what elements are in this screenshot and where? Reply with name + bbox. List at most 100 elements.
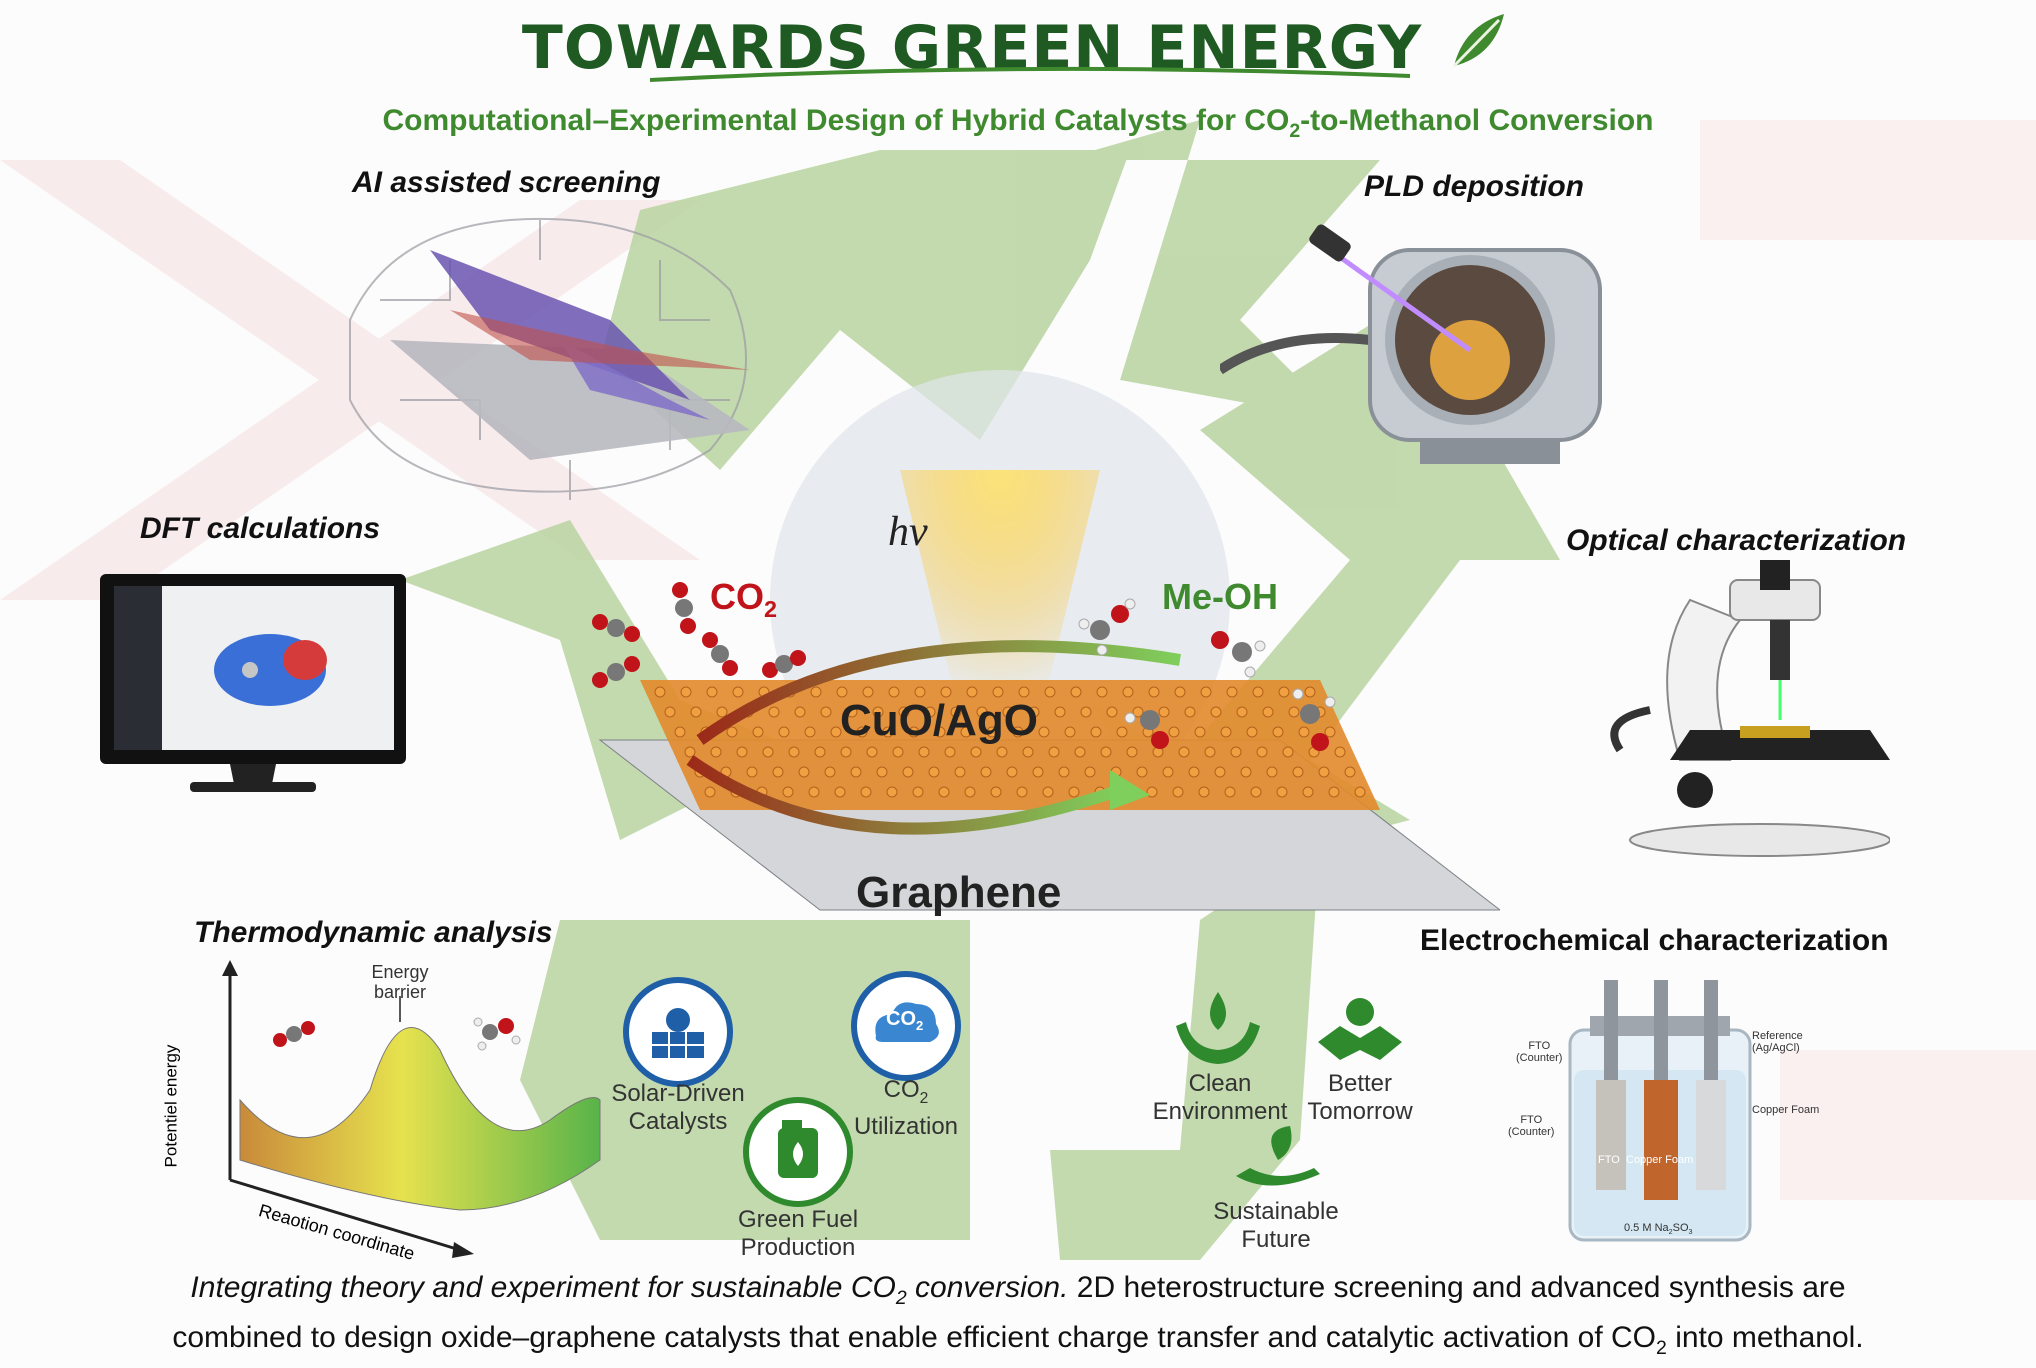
oxide-atom (1282, 746, 1294, 758)
oxide-atom (1184, 706, 1196, 718)
fto-electrode (1596, 1080, 1626, 1190)
oxide-atom (1200, 686, 1212, 698)
oxide-atom (1038, 726, 1050, 738)
oxide-atom (862, 686, 874, 698)
oxide-atom (1070, 686, 1082, 698)
oxide-atom (1048, 746, 1060, 758)
oxide-atom (706, 686, 718, 698)
methanol-molecule-1 (1078, 598, 1136, 656)
catalyst-scene (598, 640, 1500, 911)
oxide-atom (966, 686, 978, 698)
methanol-molecule-4 (1124, 710, 1169, 749)
ai-screening-label: AI assisted screening (352, 166, 661, 199)
oxide-atom (798, 766, 810, 778)
oxide-atom (840, 746, 852, 758)
oxide-atom (866, 746, 878, 758)
oxide-atom (1236, 706, 1248, 718)
oxide-atom (762, 746, 774, 758)
oxide-atom (1022, 746, 1034, 758)
oxide-atom (1058, 766, 1070, 778)
oxide-atom (1334, 746, 1346, 758)
oxide-atom (1256, 746, 1268, 758)
oxide-atom (716, 706, 728, 718)
oxide-atom (860, 786, 872, 798)
oxide-atom (704, 786, 716, 798)
oxide-atom (1064, 726, 1076, 738)
oxide-atom (846, 706, 858, 718)
oxide-atom (1174, 686, 1186, 698)
oxide-atom (924, 706, 936, 718)
oxide-atom (992, 686, 1004, 698)
oxide-atom (1006, 766, 1018, 778)
optical-characterization-label: Optical characterization (1566, 524, 1907, 557)
oxide-atom (1084, 766, 1096, 778)
oxide-atom (1194, 726, 1206, 738)
oxide-atom (814, 746, 826, 758)
eyepiece (1760, 560, 1790, 590)
oxide-atom (1250, 786, 1262, 798)
oxide-atom (1224, 786, 1236, 798)
y-axis-arrow (222, 960, 238, 976)
app-sidebar (114, 586, 162, 750)
ai-screening-graphic (349, 217, 750, 500)
oxide-atom (1198, 786, 1210, 798)
microscope-cable (1610, 706, 1651, 753)
oxide-atom (830, 726, 842, 738)
oxide-atom (1042, 786, 1054, 798)
focus-knob (1677, 772, 1713, 808)
oxide-atom (746, 766, 758, 778)
electrochemical-characterization-label: Electrochemical characterization (1420, 924, 1889, 957)
oxide-atom (1230, 746, 1242, 758)
electrode-fto-label: FTO (1598, 1154, 1620, 1166)
dft-calculations-label: DFT calculations (140, 512, 381, 545)
copper-foam-electrode (1644, 1080, 1678, 1200)
oxide-atom (1132, 706, 1144, 718)
oxide-atom (892, 746, 904, 758)
oxide-atom (1328, 786, 1340, 798)
oxide-atom (950, 706, 962, 718)
oxide-atom (664, 706, 676, 718)
oxide-atom (1354, 786, 1366, 798)
graphene-label: Graphene (856, 868, 1062, 917)
oxide-atom (1246, 726, 1258, 738)
oxide-atom (1122, 686, 1134, 698)
oxide-atom (752, 726, 764, 738)
oxide-atom (886, 786, 898, 798)
oxide-atom (836, 686, 848, 698)
oxide-atom (964, 786, 976, 798)
oxide-atom (1136, 766, 1148, 778)
leaf-icon (1453, 14, 1505, 68)
y-axis-label: Potentiel energy (161, 1044, 181, 1168)
oxide-atom (1178, 746, 1190, 758)
oxide-atom (1210, 706, 1222, 718)
oxide-atom (934, 726, 946, 738)
plume (1430, 320, 1510, 400)
solar-catalyst-icon (623, 977, 733, 1087)
oxide-atom (1262, 706, 1274, 718)
oxide-atom (834, 786, 846, 798)
cycle-arrow-bottom (686, 755, 1122, 835)
oxide-atom (1172, 786, 1184, 798)
layer-purple-2 (560, 340, 710, 420)
methanol-molecules (1078, 598, 1336, 751)
oxide-atom (768, 706, 780, 718)
oxide-atom (1288, 706, 1300, 718)
fto-counter-top-label: FTO(Counter) (1516, 1040, 1563, 1064)
laser-beam (1328, 247, 1472, 353)
co2-label: CO2 (710, 576, 778, 623)
co2-cloud-text: CO2 (886, 1008, 924, 1033)
oxide-atom (1276, 786, 1288, 798)
oxide-atom (996, 746, 1008, 758)
electrochemical-cell-graphic (1568, 980, 1752, 1242)
oxide-atom (1188, 766, 1200, 778)
pld-deposition-label: PLD deposition (1364, 170, 1584, 203)
oxide-atom (1074, 746, 1086, 758)
energy-landscape-plot (222, 960, 601, 1258)
oxide-atom (1226, 686, 1238, 698)
oxide-atom (1080, 706, 1092, 718)
oxide-atom (1018, 686, 1030, 698)
monitor-base (190, 782, 316, 792)
